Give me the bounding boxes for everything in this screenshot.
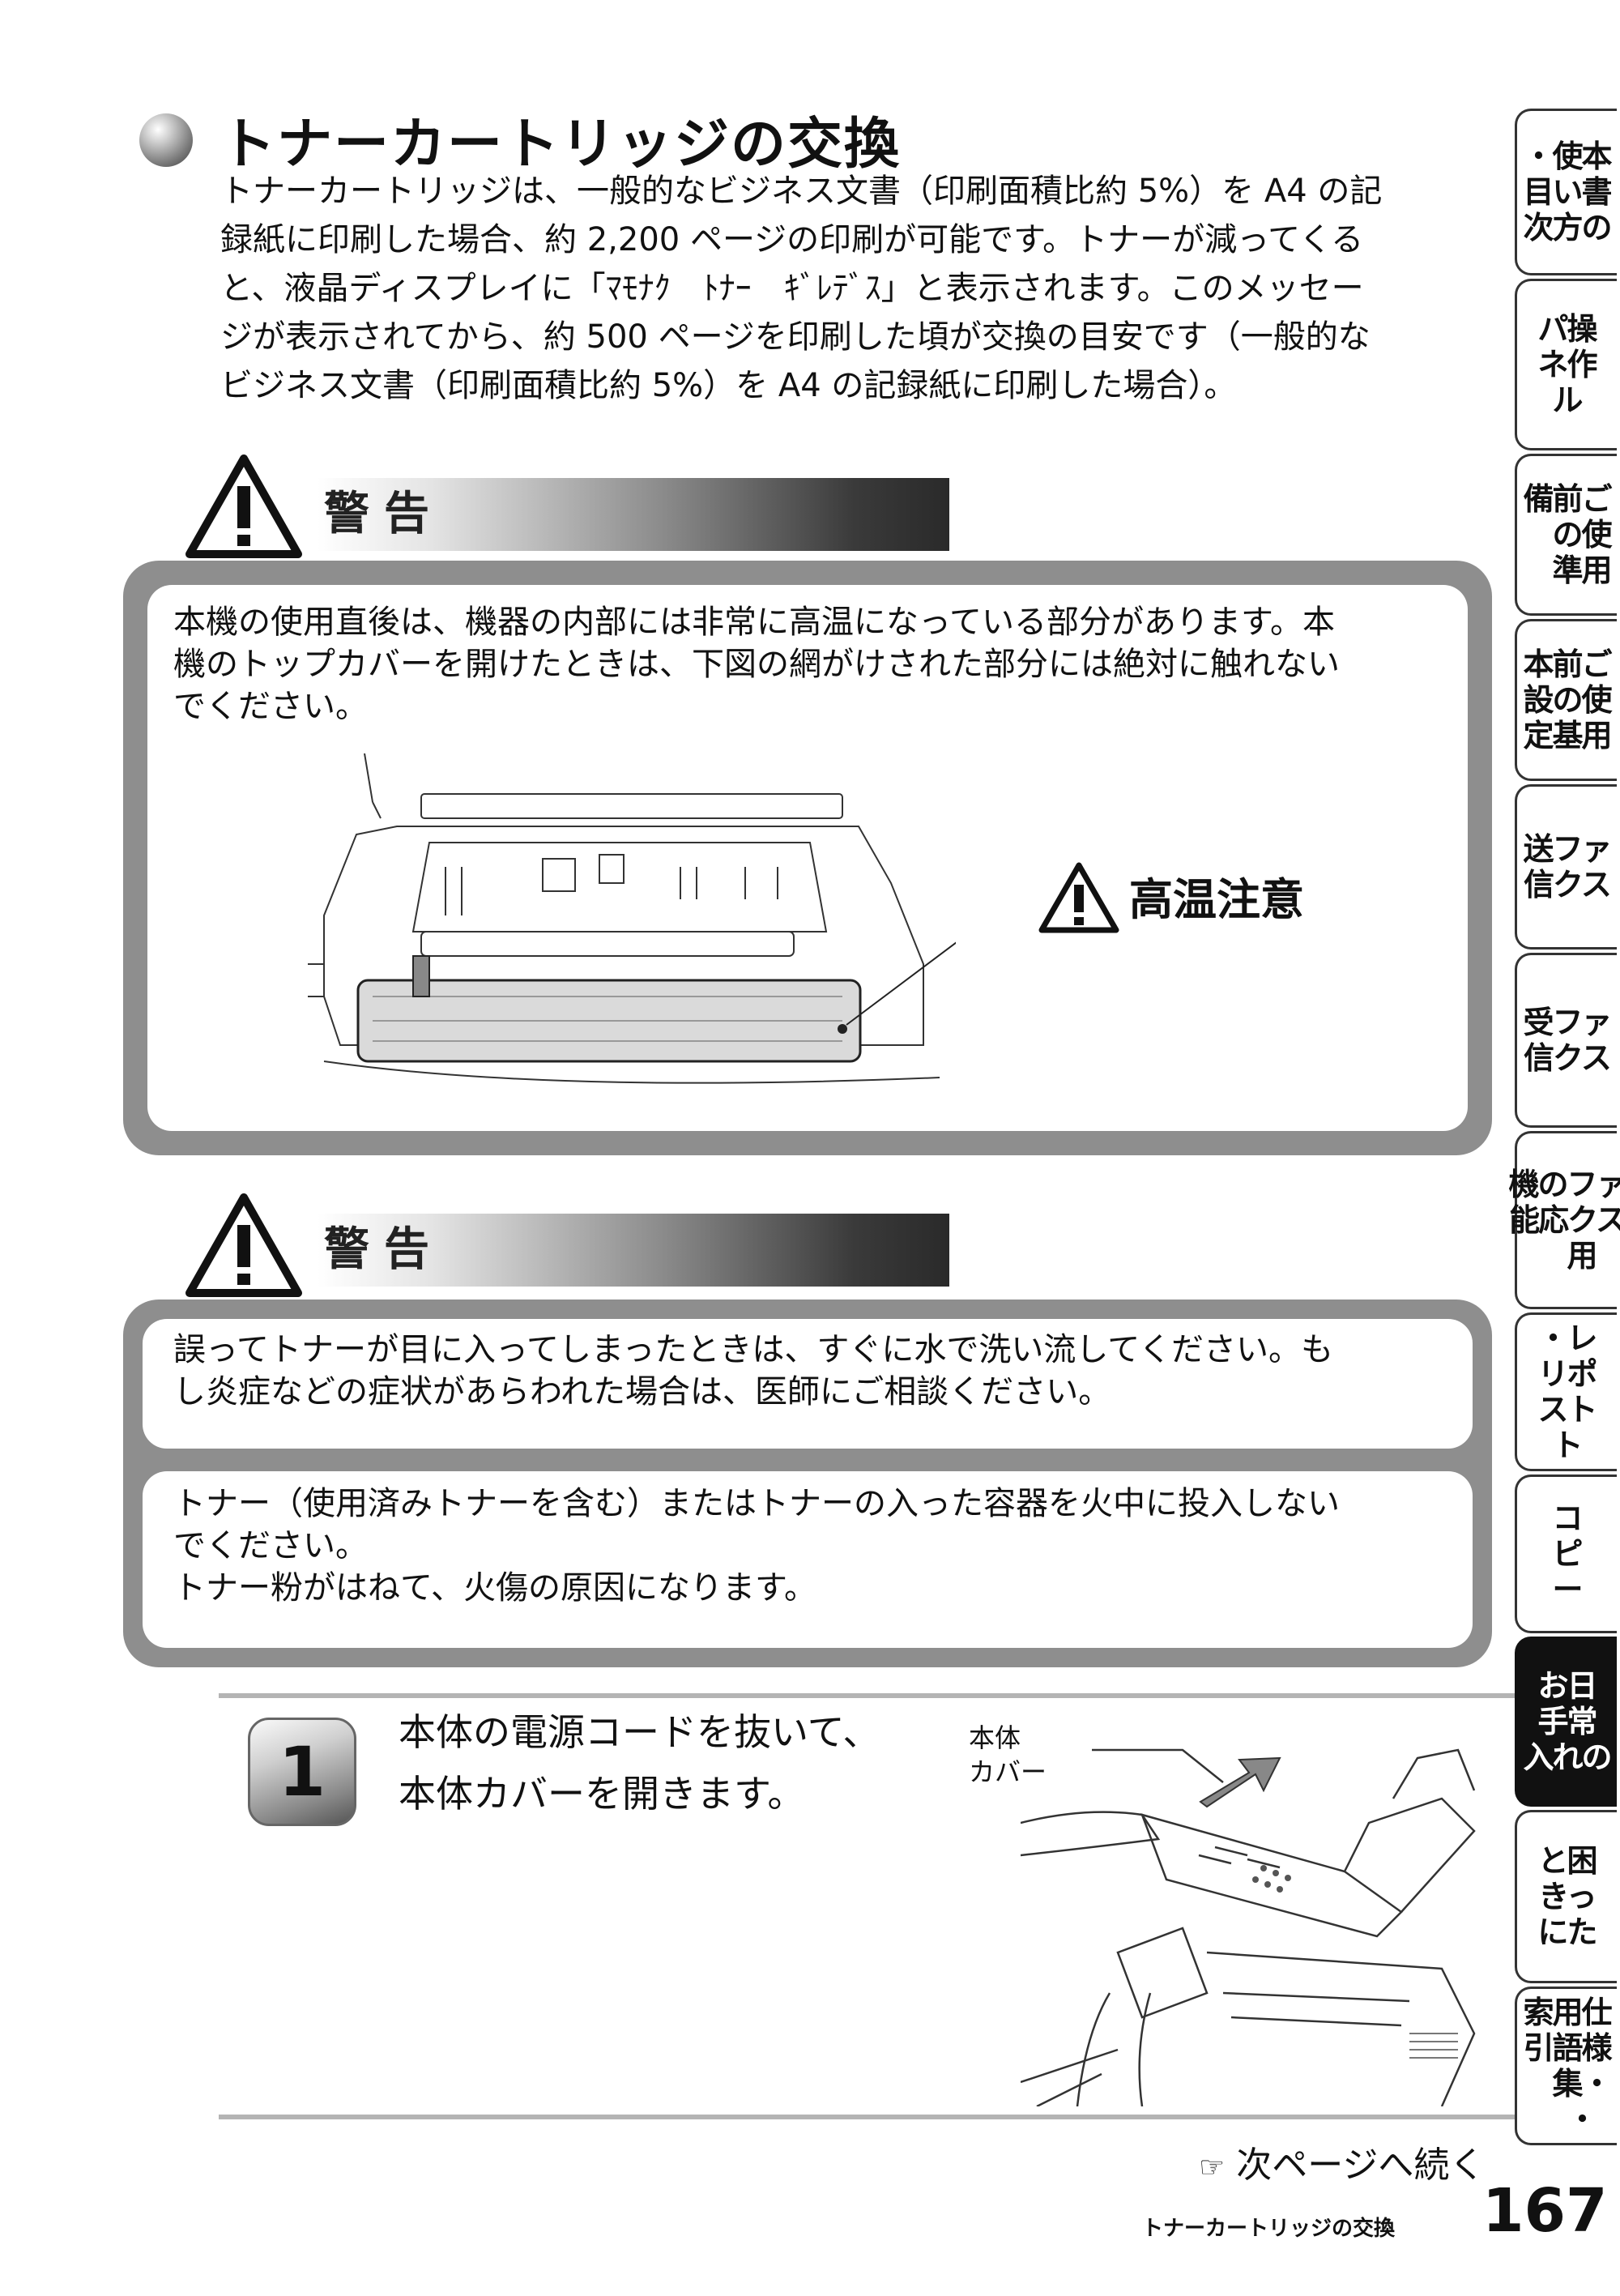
tab-label: パ操 ネ作 ル (1537, 311, 1597, 418)
warning-header-bar: 警告 (318, 1214, 949, 1287)
warning-line: トナー（使用済みトナーを含む）またはトナーの入った容器を火中に投入しない (173, 1485, 1340, 1522)
tab-label: ・レ リポ スト ト (1537, 1321, 1597, 1463)
tab-fax-send[interactable]: 送ファ 信クス (1515, 784, 1617, 950)
tab-label: 備前ご の使 準用 (1523, 481, 1612, 588)
caution-triangle-icon (1038, 862, 1119, 933)
warning-line: 誤ってトナーが目に入ってしまったときは、すぐに水で洗い流してください。も (173, 1331, 1333, 1368)
step-line: 本体カバーを開きます。 (399, 1772, 805, 1816)
warning-line: でください。 (173, 688, 368, 725)
warning-text: 本機の使用直後は、機器の内部には非常に高温になっている部分があります。本 機のト… (173, 601, 1340, 728)
title-bullet-icon (139, 113, 193, 167)
warning-line: 機のトップカバーを開けたときは、下図の網がけされた部分には絶対に触れない (173, 646, 1340, 683)
intro-paragraph: トナーカートリッジは、一般的なビジネス文書（印刷面積比約 5%）を A4 の記 … (220, 167, 1516, 410)
intro-line: トナーカートリッジは、一般的なビジネス文書（印刷面積比約 5%）を A4 の記 (220, 173, 1383, 210)
tab-label: 機のファ 能応クス 用 (1508, 1167, 1620, 1274)
warning-label: 警告 (324, 1223, 444, 1276)
tab-label: 送ファ 信クス (1523, 831, 1612, 903)
tab-troubleshooting[interactable]: と困 きっ にた (1515, 1810, 1617, 1983)
tab-copy[interactable]: コ ピ ー (1515, 1474, 1617, 1633)
tab-fax-receive[interactable]: 受ファ 信クス (1515, 953, 1617, 1128)
figure-label-line: 本体 (969, 1722, 1021, 1753)
footer-section-title: トナーカートリッジの交換 (1142, 2217, 1396, 2241)
warning-line: でください。 (173, 1527, 368, 1564)
warning-triangle-icon (185, 455, 302, 558)
tab-operation-panel[interactable]: パ操 ネ作 ル (1515, 279, 1617, 450)
warning-line: し炎症などの症状があらわれた場合は、医師にご相談ください。 (173, 1373, 1111, 1410)
warning-text: 誤ってトナーが目に入ってしまったときは、すぐに水で洗い流してください。も し炎症… (173, 1329, 1333, 1413)
step-number: 1 (278, 1732, 326, 1812)
intro-line: と、液晶ディスプレイに「ﾏﾓﾅｸ ﾄﾅｰ ｷﾞﾚﾃﾞｽ」と表示されます。このメッ… (220, 270, 1364, 307)
warning-box (143, 1319, 1473, 1449)
warning-header-bar: 警告 (318, 478, 949, 551)
pointing-hand-icon: ☞ (1199, 2151, 1226, 2184)
warning-box (143, 1471, 1473, 1648)
intro-line: ジが表示されてから、約 500 ページを印刷した頃が交換の目安です（一般的な (220, 318, 1371, 356)
tab-label: お日 手常 入れの (1523, 1668, 1612, 1775)
tab-specs-glossary-index[interactable]: 索用仕 引語様 集・ ・ (1515, 1987, 1617, 2145)
page-number: 167 (1482, 2176, 1608, 2246)
tab-label: 受ファ 信クス (1523, 1005, 1612, 1076)
warning-triangle-icon (185, 1193, 302, 1297)
high-temp-callout: 高温注意 (1129, 874, 1304, 925)
tab-usage-guide[interactable]: ・使本 目い書 次方の (1515, 109, 1617, 275)
open-cover-illustration (1021, 1748, 1476, 2106)
section-divider (219, 1693, 1515, 1698)
step-number-badge: 1 (248, 1718, 356, 1826)
continue-note: ☞ 次ページへ続く (1199, 2136, 1485, 2187)
figure-label-line: カバー (969, 1756, 1047, 1787)
warning-text: トナー（使用済みトナーを含む）またはトナーの入った容器を火中に投入しない でくだ… (173, 1483, 1340, 1609)
tab-reports-lists[interactable]: ・レ リポ スト ト (1515, 1312, 1617, 1471)
intro-line: 録紙に印刷した場合、約 2,200 ページの印刷が可能です。トナーが減ってくる (220, 221, 1364, 258)
tab-label: コ ピ ー (1552, 1500, 1583, 1607)
step-line: 本体の電源コードを抜いて、 (399, 1710, 880, 1754)
section-divider (219, 2115, 1515, 2119)
tab-basic-settings[interactable]: 本前ご 設の使 定基用 (1515, 619, 1617, 781)
step-instruction: 本体の電源コードを抜いて、 本体カバーを開きます。 (399, 1701, 880, 1824)
tab-label: 索用仕 引語様 集・ ・ (1523, 1995, 1612, 2137)
warning-line: 本機の使用直後は、機器の内部には非常に高温になっている部分があります。本 (173, 604, 1335, 641)
continue-text: 次ページへ続く (1236, 2144, 1486, 2186)
tab-preparation[interactable]: 備前ご の使 準用 (1515, 454, 1617, 616)
tab-fax-advanced[interactable]: 機のファ 能応クス 用 (1509, 1131, 1620, 1309)
tab-label: と困 きっ にた (1537, 1843, 1597, 1950)
tab-daily-maintenance[interactable]: お日 手常 入れの (1515, 1637, 1617, 1807)
tab-label: ・使本 目い書 次方の (1523, 139, 1612, 245)
tab-label: 本前ご 設の使 定基用 (1523, 647, 1612, 753)
warning-label: 警告 (324, 488, 444, 540)
page-title: トナーカートリッジの交換 (220, 113, 902, 177)
figure-label: 本体 カバー (969, 1721, 1047, 1789)
printer-interior-illustration (308, 753, 956, 1084)
intro-line: ビジネス文書（印刷面積比約 5%）を A4 の記録紙に印刷した場合）。 (220, 367, 1237, 404)
warning-line: トナー粉がはねて、火傷の原因になります。 (173, 1569, 816, 1607)
